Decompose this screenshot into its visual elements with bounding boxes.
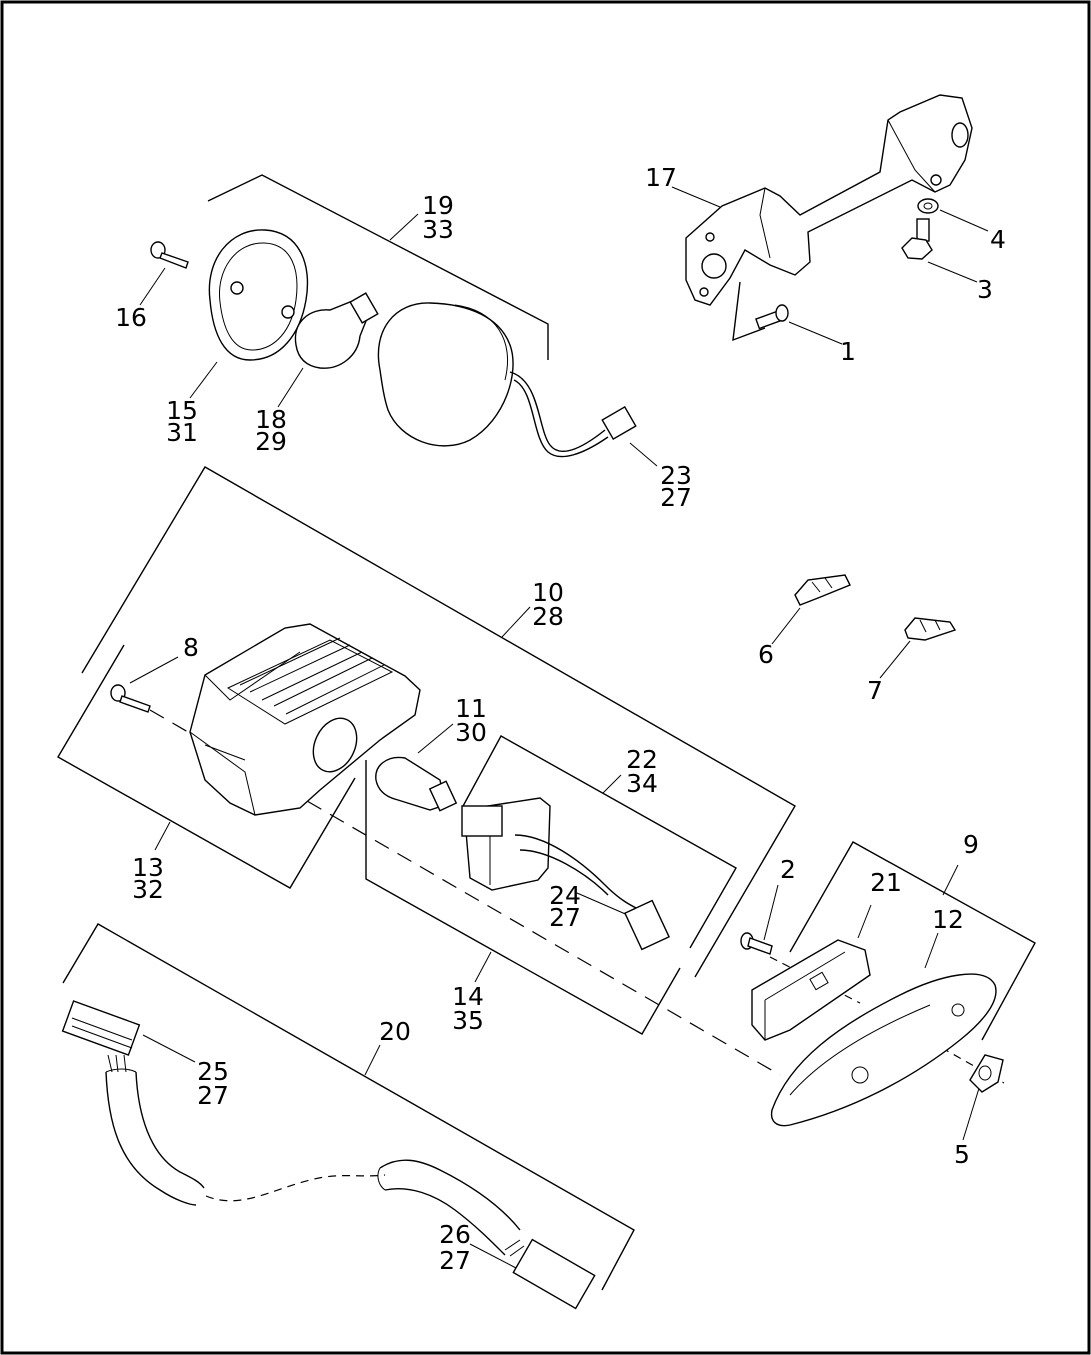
callout-8: 8 [183, 633, 199, 662]
screw-2 [740, 932, 773, 955]
tail-lamp-housing-13 [189, 623, 421, 816]
screw-8 [110, 684, 151, 713]
harness-20 [61, 1000, 596, 1310]
bulb-11 [375, 756, 458, 812]
turn-signal-housing-23 [377, 302, 637, 458]
bracket-19-33 [207, 174, 549, 360]
callout-7: 7 [867, 676, 883, 705]
callout-20: 20 [379, 1017, 411, 1046]
callout-21: 21 [870, 868, 902, 897]
circuit-board-21 [751, 939, 871, 1041]
screw-1 [755, 304, 789, 330]
bracket-10-28 [81, 466, 796, 978]
callout-3: 3 [977, 275, 993, 304]
callout-4: 4 [990, 225, 1006, 254]
bulb-18 [294, 292, 379, 369]
lock-washer-4 [917, 198, 939, 214]
callout-16: 16 [115, 303, 147, 332]
bracket-22-34 [461, 735, 737, 949]
lens-12 [770, 973, 997, 1127]
lens-ring-15 [208, 229, 309, 361]
callout-2: 2 [780, 855, 796, 884]
bolt-3 [901, 218, 933, 260]
screw-16 [150, 241, 189, 269]
callout-1: 1 [840, 337, 856, 366]
clip-6 [794, 574, 851, 606]
bracket-13-32 [57, 644, 356, 889]
nut-5 [969, 1054, 1004, 1093]
socket-22 [461, 797, 670, 951]
callout-17: 17 [645, 163, 677, 192]
mounting-bracket [685, 94, 973, 306]
group-brackets [57, 174, 1036, 1291]
bracket-mount-break [732, 281, 766, 342]
leader-lines [129, 186, 989, 1269]
callout-9: 9 [963, 830, 979, 859]
bracket-14-35 [365, 760, 681, 1035]
callout-6: 6 [758, 640, 774, 669]
clip-7 [904, 617, 957, 641]
callout-12: 12 [932, 905, 964, 934]
callout-5: 5 [954, 1140, 970, 1169]
bracket-20 [62, 923, 635, 1291]
